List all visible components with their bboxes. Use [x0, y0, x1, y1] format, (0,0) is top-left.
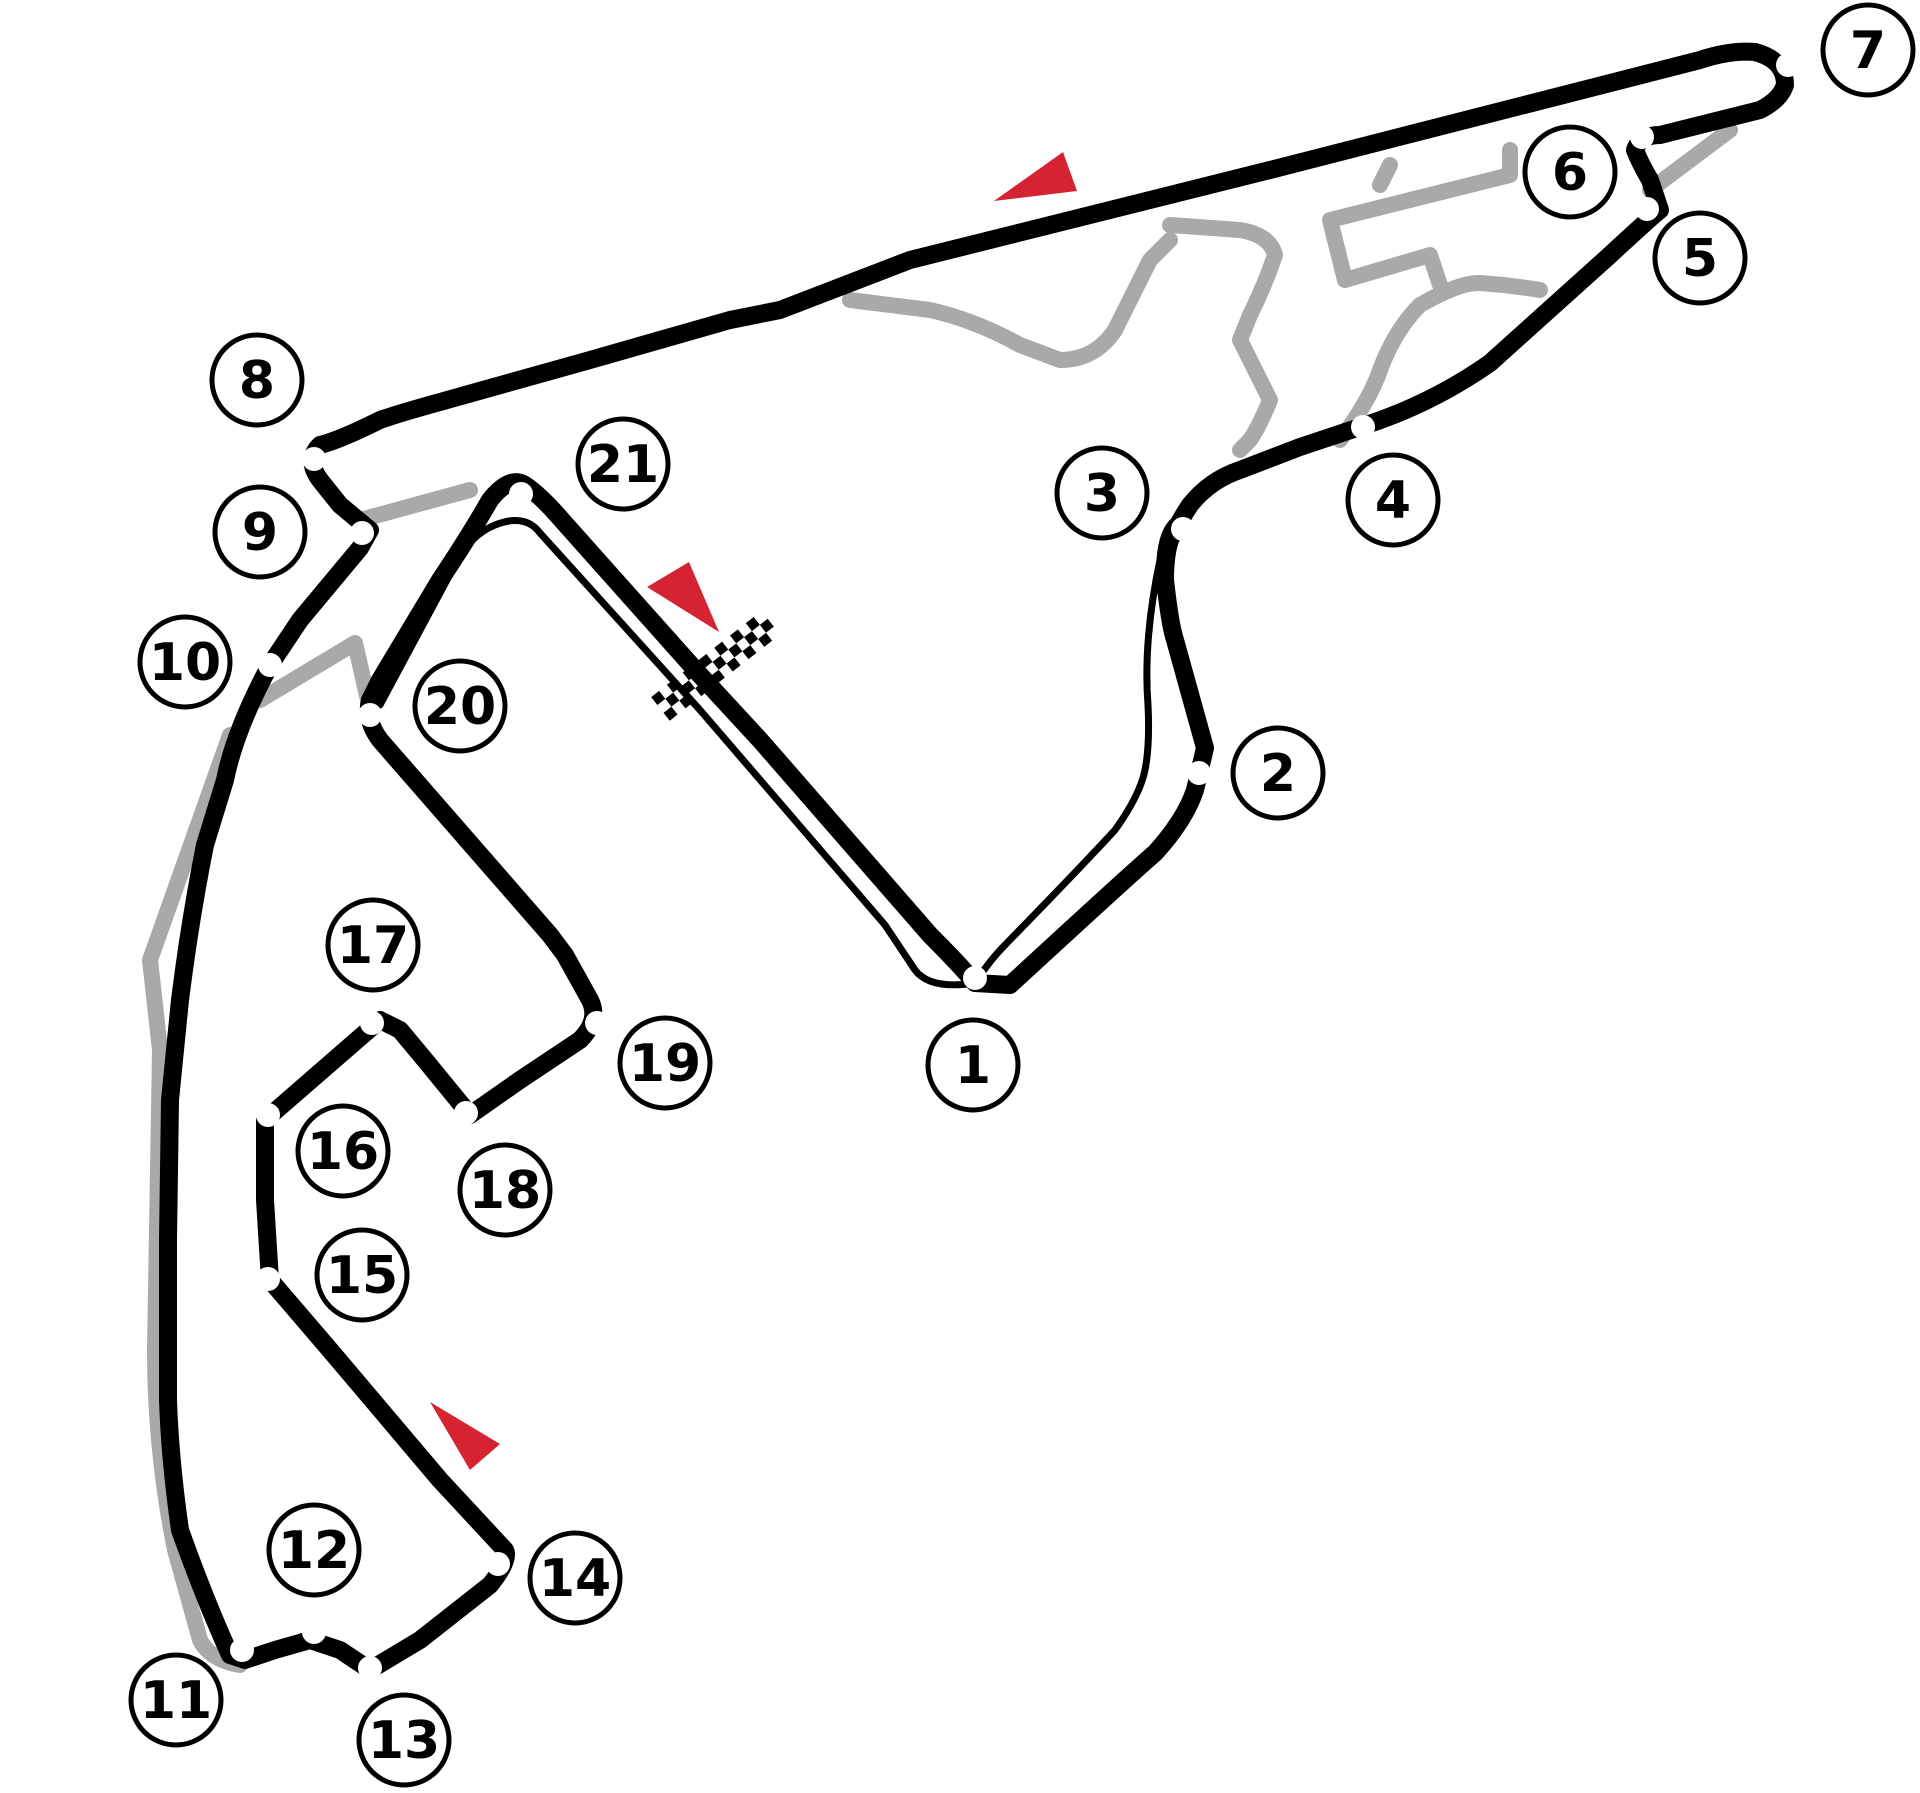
svg-text:19: 19: [629, 1034, 701, 1094]
turn-marker-8: 8: [209, 332, 305, 428]
apex-9: [350, 521, 374, 545]
apex-13: [358, 1656, 382, 1680]
turn-marker-7: 7: [1820, 2, 1916, 98]
svg-text:12: 12: [278, 1521, 350, 1581]
svg-text:1: 1: [955, 1036, 991, 1096]
turn-marker-15: 15: [314, 1227, 410, 1323]
turn-marker-3: 3: [1054, 445, 1150, 541]
svg-text:7: 7: [1850, 21, 1886, 81]
turn-marker-1: 1: [925, 1017, 1021, 1113]
apex-21: [509, 482, 533, 506]
turn-marker-4: 4: [1345, 452, 1441, 548]
pit-lane: [376, 516, 1179, 989]
svg-text:21: 21: [587, 435, 659, 495]
turn-marker-5: 5: [1652, 210, 1748, 306]
apex-14: [486, 1552, 510, 1576]
svg-text:17: 17: [337, 916, 409, 976]
turn-marker-13: 13: [356, 1692, 452, 1788]
apex-20: [358, 703, 382, 727]
svg-text:5: 5: [1682, 229, 1718, 289]
turn-marker-14: 14: [527, 1530, 623, 1626]
apex-7: [1776, 53, 1800, 77]
turn-marker-11: 11: [128, 1652, 224, 1748]
svg-text:6: 6: [1552, 143, 1588, 203]
apex-15: [256, 1267, 280, 1291]
turn-marker-12: 12: [266, 1502, 362, 1598]
svg-text:8: 8: [239, 351, 275, 411]
svg-text:9: 9: [242, 503, 278, 563]
turn-marker-10: 10: [137, 614, 233, 710]
svg-text:13: 13: [368, 1711, 440, 1771]
apex-2: [1187, 761, 1211, 785]
svg-text:10: 10: [149, 633, 221, 693]
svg-text:16: 16: [307, 1122, 379, 1182]
apex-11: [230, 1638, 254, 1662]
apex-10: [258, 653, 282, 677]
apex-dots: [230, 53, 1800, 1680]
svg-text:2: 2: [1260, 744, 1296, 804]
turn-marker-20: 20: [412, 658, 508, 754]
apex-3: [1171, 517, 1195, 541]
apex-6: [1630, 125, 1654, 149]
svg-text:11: 11: [140, 1671, 212, 1731]
svg-text:15: 15: [326, 1246, 398, 1306]
red-triangle-direction-icon: [647, 562, 719, 632]
svg-text:3: 3: [1084, 464, 1120, 524]
checkered-flag-icon: [651, 617, 774, 721]
turn-marker-9: 9: [212, 484, 308, 580]
turn-marker-17: 17: [325, 897, 421, 993]
apex-16: [256, 1103, 280, 1127]
turn-marker-2: 2: [1230, 725, 1326, 821]
apex-12: [302, 1620, 326, 1644]
svg-text:14: 14: [539, 1549, 611, 1609]
apex-17: [360, 1011, 384, 1035]
turn-labels: 1 2 3 4 5 6 7 8 9 10 11 12 13 14 15 16 1…: [128, 2, 1916, 1788]
svg-text:18: 18: [469, 1161, 541, 1221]
apex-19: [585, 1011, 609, 1035]
apex-4: [1351, 415, 1375, 439]
svg-text:20: 20: [424, 677, 496, 737]
turn-marker-19: 19: [617, 1015, 713, 1111]
apex-1: [963, 966, 987, 990]
direction-markers: [430, 152, 1077, 1470]
red-triangle-direction-icon: [430, 1402, 500, 1470]
apex-8: [302, 447, 326, 471]
turn-marker-16: 16: [295, 1103, 391, 1199]
turn-marker-18: 18: [457, 1142, 553, 1238]
turn-marker-21: 21: [575, 416, 671, 512]
red-triangle-direction-icon: [994, 152, 1077, 201]
apex-5: [1635, 197, 1659, 221]
apex-18: [454, 1101, 478, 1125]
main-track: [159, 42, 1794, 1679]
alternate-layout-roads: [142, 122, 1738, 1673]
turn-marker-6: 6: [1522, 124, 1618, 220]
svg-text:4: 4: [1375, 471, 1411, 531]
